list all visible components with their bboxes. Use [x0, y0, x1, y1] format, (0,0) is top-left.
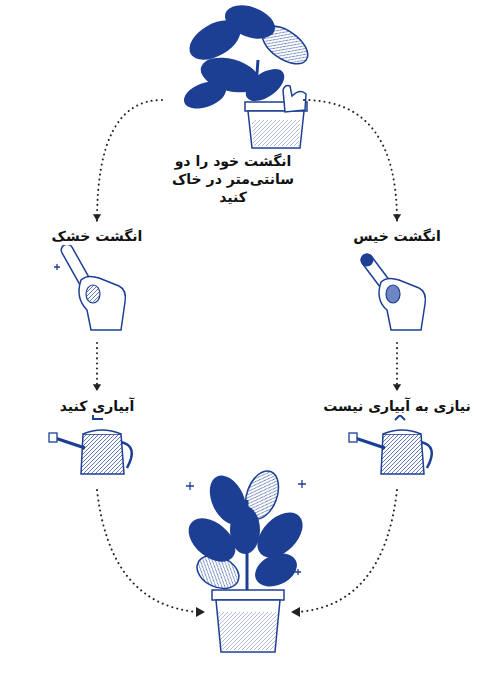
spout [55, 438, 85, 448]
dotted-line [298, 490, 397, 612]
dotted-arrow [393, 343, 401, 391]
sparkle [298, 480, 306, 488]
dotted-line [97, 490, 198, 612]
pot [248, 111, 304, 148]
leaf [192, 549, 245, 595]
can-top [83, 430, 121, 434]
arrowhead [93, 214, 101, 221]
top-plant [180, 0, 314, 148]
leaf [250, 547, 303, 593]
step-label: نیازی به آبیاری نیست [321, 397, 472, 415]
dotted-arrow [93, 100, 162, 221]
can-body [381, 434, 424, 474]
can-body [81, 434, 124, 474]
wet-tip [361, 254, 374, 267]
thumb [386, 285, 400, 303]
pot [216, 600, 280, 652]
step-label: انگشت خشک [50, 227, 145, 245]
step-node: انگشت خود را دو سانتی‌متر در خاک کنید [158, 2, 308, 206]
healthy-plant [180, 466, 311, 652]
arrowhead [291, 607, 300, 617]
finger [67, 250, 85, 282]
can-top [383, 430, 421, 434]
step-node: انگشت خیس [332, 226, 462, 337]
thumb [86, 285, 100, 303]
dry-hand [54, 232, 125, 330]
watering-can [49, 412, 132, 474]
arrowhead [93, 384, 101, 391]
leaf [230, 506, 260, 554]
dotted-line [304, 100, 397, 221]
leaf [180, 76, 230, 114]
dotted-line [96, 343, 98, 391]
palm [379, 278, 425, 330]
arrowhead [393, 214, 401, 221]
dotted-line [97, 100, 162, 221]
sparkle [295, 569, 301, 575]
arrowhead [196, 607, 205, 617]
finger-outline [67, 250, 85, 282]
watering-can [349, 410, 432, 474]
pot-rim [212, 590, 284, 600]
rose [349, 433, 357, 442]
dotted-arrow [97, 490, 397, 617]
step-node: آبیاری کنید [32, 396, 162, 479]
palm [79, 276, 125, 330]
step-node: نیازی به آبیاری نیست [312, 396, 482, 479]
stem [255, 60, 258, 100]
step-label: آبیاری کنید [58, 397, 136, 415]
sparkle [186, 482, 194, 490]
wet-hand [361, 254, 426, 331]
step-label: انگشت خود را دو سانتی‌متر در خاک کنید [158, 152, 308, 206]
step-label: انگشت خیس [351, 227, 443, 245]
leaf [256, 19, 315, 72]
dotted-arrow [93, 343, 101, 391]
rose [49, 433, 57, 442]
pot-shade [218, 612, 278, 650]
hand [283, 86, 306, 113]
pot-shade [252, 120, 300, 146]
spout [355, 438, 385, 448]
arrowhead [393, 384, 401, 391]
leaf [240, 63, 290, 108]
sparkle [54, 264, 60, 270]
step-node: انگشت خشک [32, 226, 162, 337]
dotted-arrow [304, 100, 401, 221]
dotted-line [396, 343, 398, 391]
